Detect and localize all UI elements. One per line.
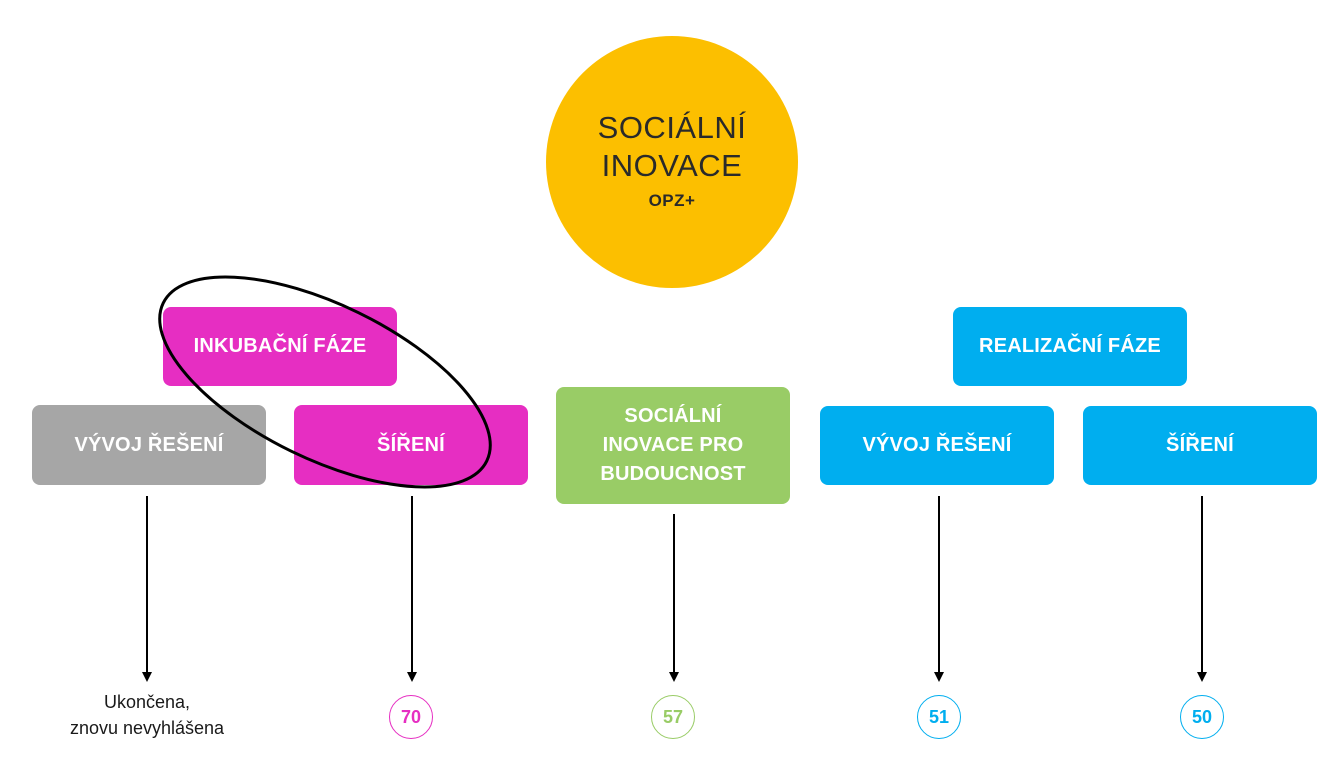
future-innovation-line2: INOVACE PRO: [602, 434, 744, 456]
realization-dissemination-box: ŠÍŘENÍ: [1083, 406, 1317, 485]
main-subtitle: OPZ+: [648, 191, 696, 210]
future-innovation-count: 57: [651, 695, 695, 739]
future-innovation-line1: SOCIÁLNÍ: [624, 405, 722, 427]
realization-phase-box: REALIZAČNÍ FÁZE: [953, 307, 1187, 386]
incubation-dissemination-box: ŠÍŘENÍ: [294, 405, 528, 485]
incubation-development-outcome: Ukončena, znovu nevyhlášena: [17, 689, 277, 741]
outcome-line1: Ukončena,: [103, 692, 191, 712]
realization-development-count: 51: [917, 695, 961, 739]
incubation-phase-box: INKUBAČNÍ FÁZE: [163, 307, 397, 386]
arrow-realization-dissemination: [1197, 496, 1207, 682]
arrow-future-innovation: [669, 514, 679, 682]
main-title-line2: INOVACE: [601, 148, 743, 183]
arrow-incubation-dissemination: [407, 496, 417, 682]
arrow-realization-development: [934, 496, 944, 682]
main-title-line1: SOCIÁLNÍ: [597, 110, 747, 145]
realization-development-box: VÝVOJ ŘEŠENÍ: [820, 406, 1054, 485]
incubation-development-box: VÝVOJ ŘEŠENÍ: [32, 405, 266, 485]
arrow-incubation-development: [142, 496, 152, 682]
outcome-line2: znovu nevyhlášena: [69, 718, 225, 738]
main-circle: SOCIÁLNÍ INOVACE OPZ+: [546, 36, 798, 288]
future-innovation-box: SOCIÁLNÍ INOVACE PRO BUDOUCNOST: [556, 387, 790, 504]
incubation-dissemination-count: 70: [389, 695, 433, 739]
realization-dissemination-count: 50: [1180, 695, 1224, 739]
future-innovation-line3: BUDOUCNOST: [600, 463, 746, 485]
